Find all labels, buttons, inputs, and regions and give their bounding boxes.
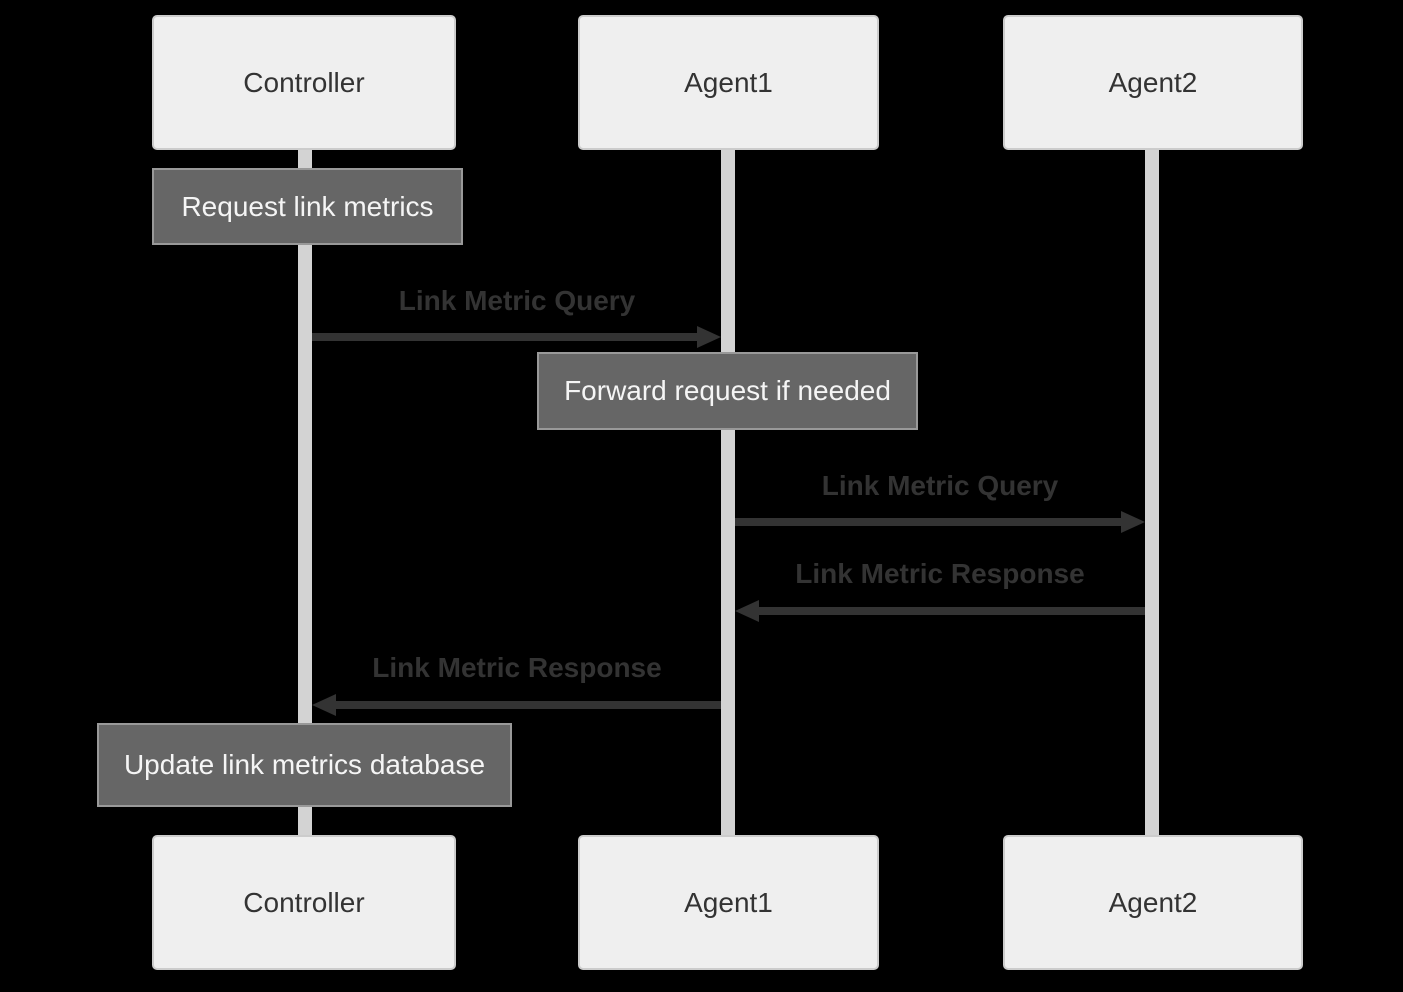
arrowhead-left-icon bbox=[312, 694, 336, 716]
participant-label: Controller bbox=[243, 886, 365, 918]
participant-agent2-bottom: Agent2 bbox=[1003, 835, 1303, 970]
participant-label: Agent1 bbox=[684, 886, 773, 918]
message-label-link-metric-response-1: Link Metric Response bbox=[795, 558, 1085, 589]
message-line bbox=[735, 518, 1121, 526]
participant-label: Agent1 bbox=[684, 66, 773, 98]
arrowhead-left-icon bbox=[735, 600, 759, 622]
participant-controller-top: Controller bbox=[152, 15, 456, 150]
note-text: Request link metrics bbox=[181, 190, 434, 222]
message-line bbox=[759, 607, 1145, 615]
note-forward-request: Forward request if needed bbox=[537, 352, 918, 430]
arrowhead-right-icon bbox=[697, 326, 721, 348]
participant-label: Agent2 bbox=[1108, 66, 1198, 98]
participant-agent2-top: Agent2 bbox=[1003, 15, 1303, 150]
participant-controller-bottom: Controller bbox=[152, 835, 456, 970]
note-text: Forward request if needed bbox=[564, 375, 891, 406]
note-update-database: Update link metrics database bbox=[97, 723, 512, 807]
participant-label: Agent2 bbox=[1108, 886, 1198, 918]
participant-agent1-bottom: Agent1 bbox=[578, 835, 879, 970]
participant-agent1-top: Agent1 bbox=[578, 15, 879, 150]
message-line bbox=[336, 701, 721, 709]
message-label-link-metric-response-2: Link Metric Response bbox=[372, 652, 662, 683]
lifeline-agent1 bbox=[721, 150, 735, 840]
message-line bbox=[312, 333, 697, 341]
participant-label: Controller bbox=[243, 66, 365, 98]
message-label-link-metric-query-1: Link Metric Query bbox=[398, 285, 636, 316]
note-text: Update link metrics database bbox=[123, 749, 486, 780]
arrowhead-right-icon bbox=[1121, 511, 1145, 533]
lifeline-agent2 bbox=[1145, 150, 1159, 840]
lifeline-controller bbox=[298, 150, 312, 840]
note-request-link-metrics: Request link metrics bbox=[152, 168, 463, 245]
message-label-link-metric-query-2: Link Metric Query bbox=[821, 470, 1059, 501]
